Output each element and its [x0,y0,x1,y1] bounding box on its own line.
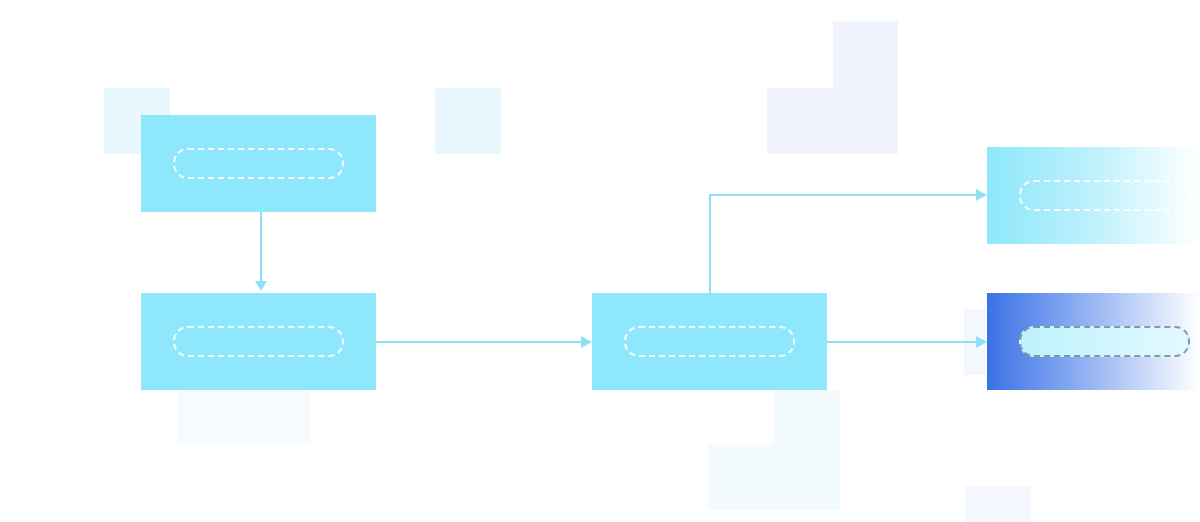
node-label [1019,326,1190,357]
node-step-two[interactable] [141,293,376,390]
background-square [708,444,840,510]
arrow-step-two-to-hub [376,336,592,348]
node-output-selected[interactable] [987,293,1200,390]
node-hub[interactable] [592,293,827,390]
node-source[interactable] [141,115,376,212]
node-label [1019,180,1190,211]
background-square [965,486,1031,522]
arrow-hub-to-output-top [709,189,987,293]
arrow-hub-to-output-selected [827,336,987,348]
background-square [767,88,898,154]
node-label [173,326,344,357]
node-output-top[interactable] [987,147,1200,244]
node-label [624,326,795,357]
arrow-source-to-step-two [255,212,267,291]
node-label [173,148,344,179]
background-square [435,88,501,154]
background-square [178,390,310,444]
background-square [774,390,840,444]
background-square [833,21,898,88]
